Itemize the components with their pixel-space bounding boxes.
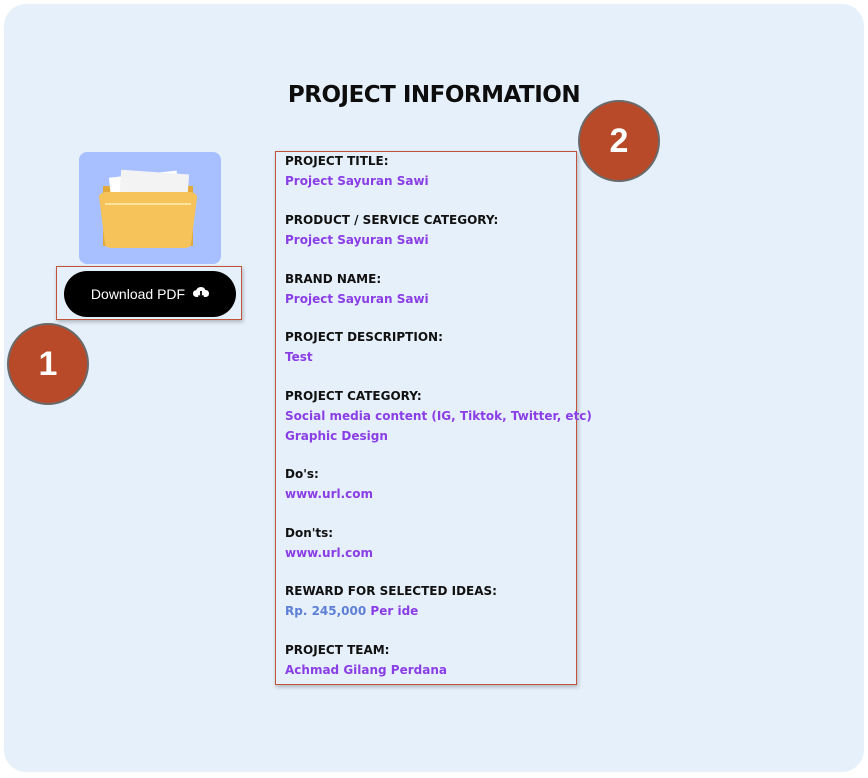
download-highlight-frame — [56, 266, 242, 320]
donts-label: Don'ts: — [285, 526, 334, 540]
project-title-value: Project Sayuran Sawi — [285, 174, 429, 188]
reward-field: REWARD FOR SELECTED IDEAS: Rp. 245,000 P… — [285, 581, 497, 621]
product-category-field: PRODUCT / SERVICE CATEGORY: Project Sayu… — [285, 210, 498, 250]
step-badge-2: 2 — [578, 100, 660, 182]
product-category-value: Project Sayuran Sawi — [285, 233, 429, 247]
project-category-value-2: Graphic Design — [285, 429, 388, 443]
download-pdf-button[interactable]: Download PDF — [64, 271, 236, 317]
project-info-highlight-frame — [275, 151, 577, 685]
content-panel — [4, 4, 864, 772]
brand-name-label: BRAND NAME: — [285, 272, 382, 286]
donts-field: Don'ts: www.url.com — [285, 523, 373, 563]
project-team-field: PROJECT TEAM: Achmad Gilang Perdana — [285, 640, 447, 680]
download-pdf-label: Download PDF — [90, 286, 186, 302]
cloud-download-icon — [193, 287, 210, 300]
reward-value: Rp. 245,000 Per ide — [285, 601, 497, 621]
page-title: PROJECT INFORMATION — [287, 82, 581, 108]
step-badge-1: 1 — [7, 323, 89, 405]
folder-thumbnail — [79, 152, 221, 264]
project-description-label: PROJECT DESCRIPTION: — [285, 330, 443, 344]
reward-unit: Per ide — [370, 604, 419, 618]
project-category-value-1: Social media content (IG, Tiktok, Twitte… — [285, 409, 592, 423]
project-team-label: PROJECT TEAM: — [285, 643, 390, 657]
dos-value: www.url.com — [285, 487, 374, 501]
project-description-field: PROJECT DESCRIPTION: Test — [285, 327, 443, 367]
product-category-label: PRODUCT / SERVICE CATEGORY: — [285, 213, 499, 227]
brand-name-value: Project Sayuran Sawi — [285, 292, 429, 306]
folder-icon — [99, 169, 197, 248]
brand-name-field: BRAND NAME: Project Sayuran Sawi — [285, 269, 429, 309]
project-category-label: PROJECT CATEGORY: — [285, 389, 422, 403]
project-category-field: PROJECT CATEGORY: Social media content (… — [285, 386, 592, 446]
project-description-value: Test — [285, 350, 313, 364]
dos-label: Do's: — [285, 467, 319, 481]
project-team-value: Achmad Gilang Perdana — [285, 663, 447, 677]
dos-field: Do's: www.url.com — [285, 464, 373, 504]
reward-amount: Rp. 245,000 — [285, 604, 367, 618]
project-title-label: PROJECT TITLE: — [285, 154, 389, 168]
donts-value: www.url.com — [285, 546, 374, 560]
project-title-field: PROJECT TITLE: Project Sayuran Sawi — [285, 151, 429, 191]
reward-label: REWARD FOR SELECTED IDEAS: — [285, 584, 497, 598]
